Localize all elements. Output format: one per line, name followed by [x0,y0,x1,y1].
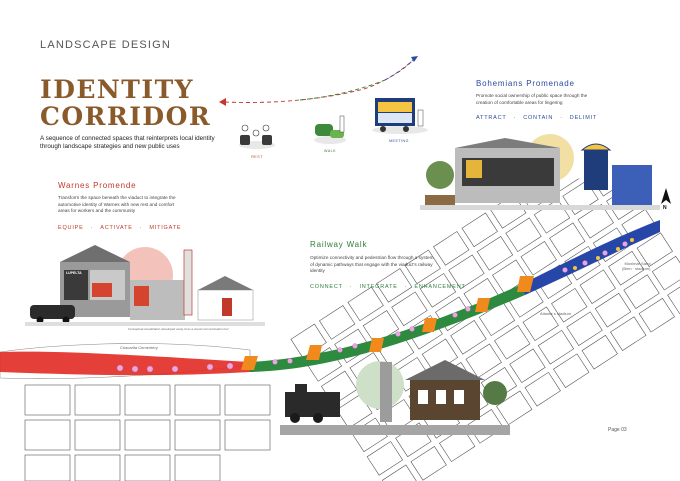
legend-rest: REST [251,155,263,159]
page-title: IDENTITY CORRIDOR [40,76,211,130]
monimar-line-1: Monimar Sand [624,261,651,266]
corridor-nodes [241,276,534,370]
warnes-desc: Transform the space beneath the viaduct … [58,195,176,213]
monimar-line-2: (Bmn · stadium) [622,266,651,271]
legend-meeting: MEETING [389,139,409,143]
header-label: LANDSCAPE DESIGN [40,39,172,51]
shop-sign: LUPELTA [66,271,82,275]
keyword: EQUIPE [58,225,84,231]
meeting-illustration [372,98,428,134]
warnes-title: Warnes Promende [58,181,137,190]
route-dash-green [299,79,386,101]
corridor-green [250,285,525,372]
ai-caption: Conceptual visualization developed using… [128,327,229,331]
keyword: ENHANCEMENT [414,284,466,290]
page-number: Page 03 [608,427,627,433]
railway-desc: Optimize connectivity and pedestrian flo… [310,255,434,273]
warnes-keywords: EQUIPE·ACTIVATE·MITIGATE [58,225,182,231]
bohemians-render [420,134,660,210]
warnes-render [25,245,265,326]
compass-label: N [663,205,667,211]
route-dash-red [224,59,414,103]
route-dash-blue [384,57,416,81]
keyword: ACTIVATE [100,225,133,231]
corridor-dots [116,241,628,373]
map-label-atlanta: Atlanta´s stadium [540,311,571,316]
bohemians-title: Bohemians Promenade [476,79,575,88]
railway-keywords: CONNECT·INTEGRATE·ENHANCEMENT [310,284,466,290]
keyword: DELIMIT [569,115,598,121]
route-arrow-left [219,98,226,106]
compass-icon [661,188,671,204]
railway-render [280,360,510,435]
keyword: CONNECT [310,284,343,290]
keyword: MITIGATE [149,225,182,231]
corridor-yellow-dots [573,238,634,270]
keyword: INTEGRATE [359,284,398,290]
keyword: CONTAIN [523,115,554,121]
walk-illustration [314,115,346,144]
map-label-chacarita: Chacarita Cementery [120,345,158,350]
bohemians-desc: Promote social ownership of public space… [476,93,588,105]
page-subtitle: A sequence of connected spaces that rein… [40,135,215,150]
route-arrow-right [411,56,418,62]
keyword: ATTRACT [476,115,507,121]
corridor-blue [520,220,660,295]
title-line-1: IDENTITY [40,75,195,104]
corridor-red [0,351,250,376]
railway-title: Railway Walk [310,240,368,249]
rest-illustration [239,124,275,149]
bohemians-keywords: ATTRACT·CONTAIN·DELIMIT [476,115,598,121]
legend-walk: WALK [323,149,337,153]
title-line-2: CORRIDOR [40,102,212,131]
map-label-monimar: Monimar Sand (Bmn · stadium) [622,261,650,271]
